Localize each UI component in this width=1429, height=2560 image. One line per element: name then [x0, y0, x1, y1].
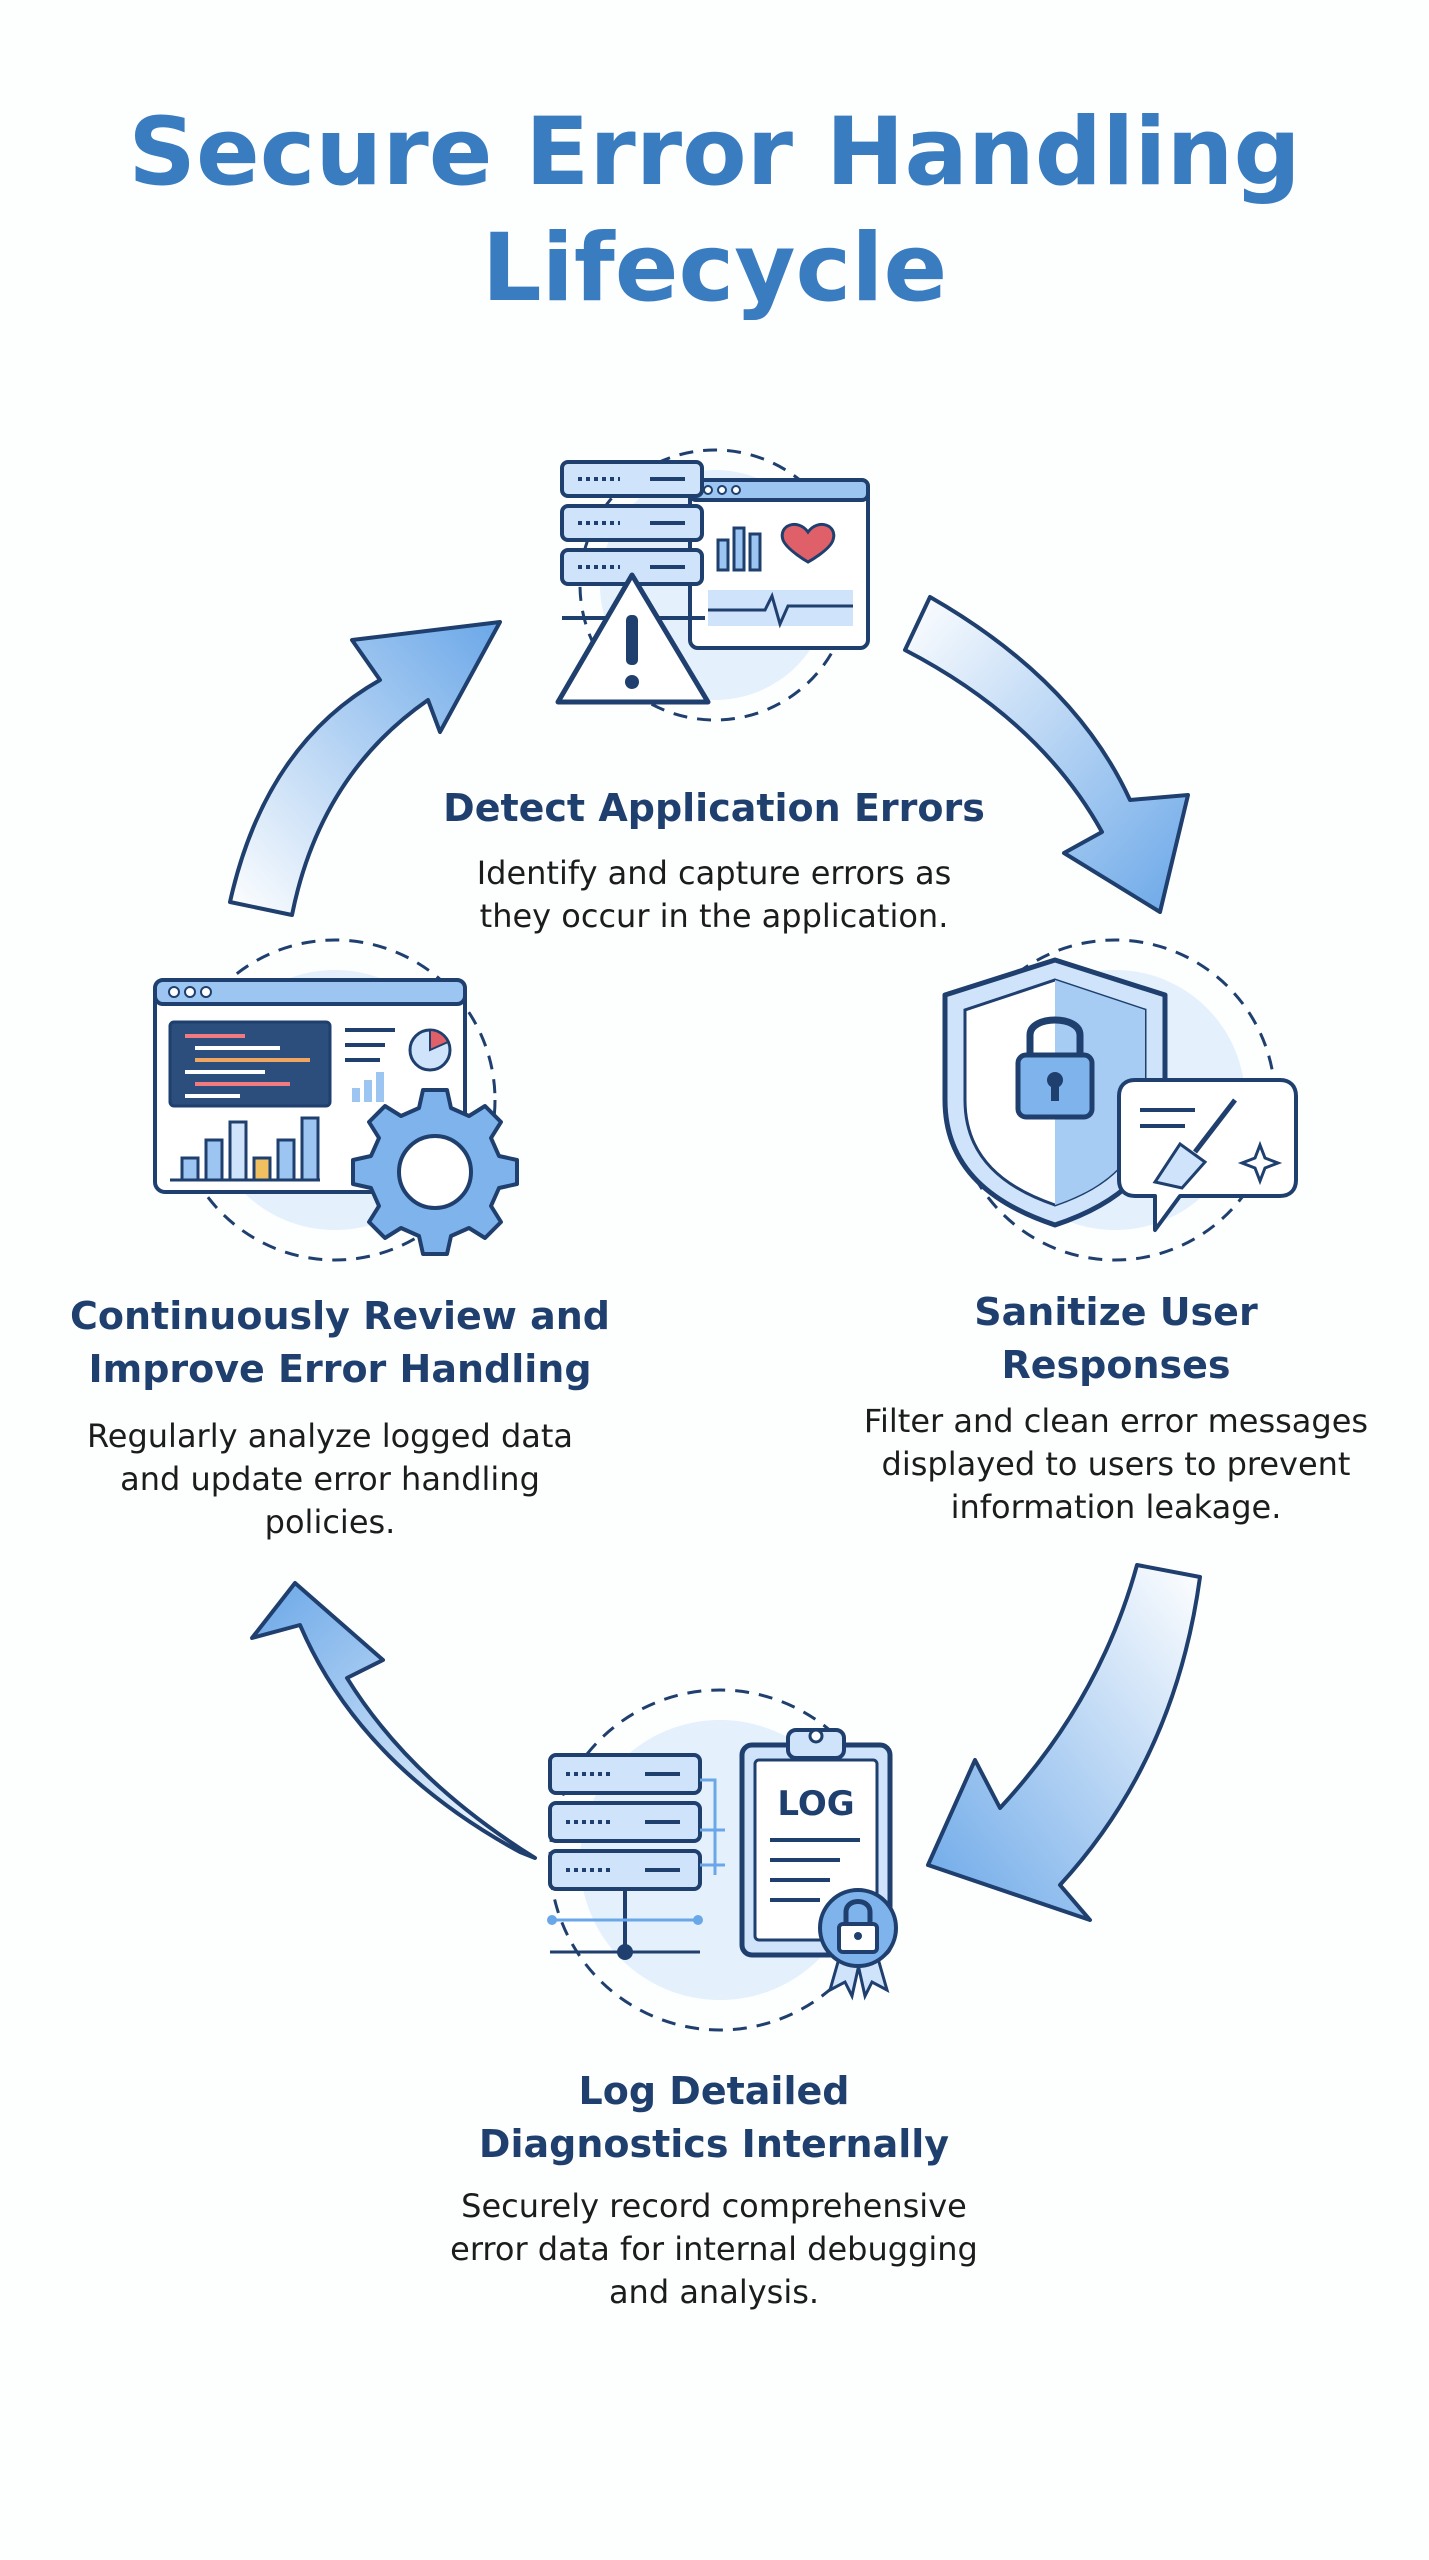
step-log-description: Securely record comprehensive error data… [450, 2187, 978, 2311]
step-review-description: Regularly analyze logged data and update… [86, 1417, 574, 1541]
title-line-1: Secure Error Handling [128, 98, 1301, 207]
step-detect-description: Identify and capture errors as they occu… [476, 854, 952, 935]
step-sanitize-title: Sanitize User Responses [974, 1290, 1258, 1387]
arrow-log-to-review [250, 1581, 537, 1860]
arrow-sanitize-to-log [926, 1563, 1202, 1922]
shield-lock-icon [942, 938, 1298, 1262]
arrow-review-to-detect [228, 620, 502, 917]
title-line-2: Lifecycle [481, 214, 948, 323]
step-log-title: Log Detailed Diagnostics Internally [478, 2069, 950, 2166]
arrow-detect-to-sanitize [903, 595, 1190, 914]
server-log-clipboard-icon: LOG [547, 1688, 898, 2032]
server-monitor-warning-icon [555, 448, 870, 722]
dashboard-gear-icon [153, 938, 519, 1262]
step-review-title: Continuously Review and Improve Error Ha… [70, 1294, 610, 1391]
log-badge-text: LOG [777, 1784, 854, 1824]
step-detect-title: Detect Application Errors [443, 786, 985, 830]
page-title: Secure Error Handling Lifecycle [0, 95, 1429, 327]
step-sanitize-description: Filter and clean error messages displaye… [863, 1402, 1369, 1526]
